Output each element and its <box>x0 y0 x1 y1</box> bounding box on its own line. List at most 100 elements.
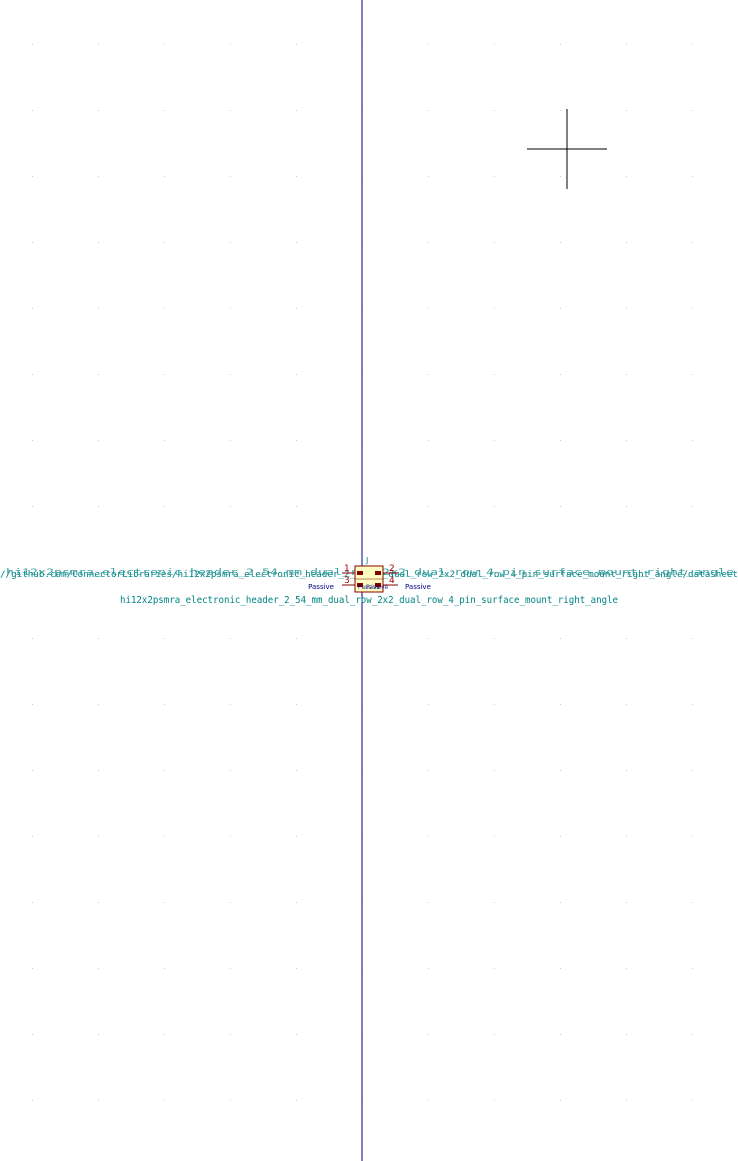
grid-dot <box>164 308 165 309</box>
grid-dot <box>428 1100 429 1101</box>
grid-dot <box>626 44 627 45</box>
grid-dot <box>98 110 99 111</box>
grid-dot <box>164 440 165 441</box>
grid-dot <box>428 176 429 177</box>
grid-dot <box>296 968 297 969</box>
grid-dot <box>692 44 693 45</box>
grid-dot <box>98 374 99 375</box>
grid-dot <box>692 176 693 177</box>
grid-dot <box>164 1100 165 1101</box>
grid-dot <box>494 176 495 177</box>
grid-dot <box>692 440 693 441</box>
grid-dot <box>692 638 693 639</box>
grid-dot <box>230 572 231 573</box>
grid-dot <box>296 1034 297 1035</box>
grid-dot <box>296 1100 297 1101</box>
grid-dot <box>164 902 165 903</box>
grid-dot <box>98 1100 99 1101</box>
grid-dot <box>296 770 297 771</box>
grid-dot <box>560 836 561 837</box>
grid-dot <box>164 1034 165 1035</box>
grid-dot <box>164 506 165 507</box>
grid-dot <box>98 308 99 309</box>
grid-dot <box>164 374 165 375</box>
grid-dot <box>692 308 693 309</box>
grid-dot <box>494 968 495 969</box>
grid-dot <box>428 572 429 573</box>
grid-dot <box>692 770 693 771</box>
grid-dot <box>230 638 231 639</box>
grid-dot <box>164 242 165 243</box>
grid-dot <box>230 704 231 705</box>
grid-dot <box>32 704 33 705</box>
grid-dot <box>296 242 297 243</box>
grid-dot <box>560 440 561 441</box>
grid-dot <box>32 110 33 111</box>
grid-dot <box>428 770 429 771</box>
grid-dot <box>560 638 561 639</box>
grid-dot <box>692 242 693 243</box>
grid-dot <box>32 374 33 375</box>
grid-dot <box>494 704 495 705</box>
grid-dot <box>626 440 627 441</box>
grid-dot <box>164 968 165 969</box>
grid-dot <box>230 374 231 375</box>
grid-dots <box>32 44 693 1101</box>
grid-dot <box>494 1034 495 1035</box>
grid-dot <box>626 374 627 375</box>
grid-dot <box>692 110 693 111</box>
grid-dot <box>32 1034 33 1035</box>
connector-symbol[interactable]: J 1 2 3 4 Passive Passive Passive Passiv… <box>308 556 431 593</box>
grid-dot <box>560 968 561 969</box>
grid-dot <box>560 770 561 771</box>
grid-dot <box>230 110 231 111</box>
grid-dot <box>560 374 561 375</box>
grid-dot <box>494 902 495 903</box>
grid-dot <box>560 572 561 573</box>
grid-dot <box>98 902 99 903</box>
pin-type-1: Passive <box>308 583 334 591</box>
grid-dot <box>692 506 693 507</box>
grid-dot <box>296 836 297 837</box>
grid-dot <box>560 110 561 111</box>
grid-dot <box>230 176 231 177</box>
grid-dot <box>560 1034 561 1035</box>
grid-dot <box>626 902 627 903</box>
grid-dot <box>626 1100 627 1101</box>
grid-dot <box>692 1034 693 1035</box>
grid-dot <box>626 704 627 705</box>
grid-dot <box>230 242 231 243</box>
pin-type-3: Passive <box>358 584 380 591</box>
grid-dot <box>32 1100 33 1101</box>
grid-dot <box>164 704 165 705</box>
grid-dot <box>428 902 429 903</box>
pin-number-3: 3 <box>344 576 350 586</box>
grid-dot <box>296 44 297 45</box>
grid-dot <box>428 704 429 705</box>
grid-dot <box>560 1100 561 1101</box>
grid-dot <box>32 242 33 243</box>
grid-dot <box>626 968 627 969</box>
grid-dot <box>164 110 165 111</box>
grid-dot <box>560 242 561 243</box>
grid-dot <box>494 836 495 837</box>
grid-dot <box>32 572 33 573</box>
grid-dot <box>98 968 99 969</box>
grid-dot <box>626 506 627 507</box>
grid-dot <box>230 968 231 969</box>
pin-contact-3 <box>357 583 363 587</box>
grid-dot <box>626 572 627 573</box>
grid-dot <box>494 110 495 111</box>
grid-dot <box>626 1034 627 1035</box>
grid-dot <box>428 1034 429 1035</box>
grid-dot <box>428 44 429 45</box>
grid-dot <box>428 638 429 639</box>
grid-dot <box>230 1100 231 1101</box>
grid-dot <box>164 770 165 771</box>
grid-dot <box>494 308 495 309</box>
grid-dot <box>98 1034 99 1035</box>
pin-contact-4 <box>375 583 381 587</box>
grid-dot <box>98 506 99 507</box>
grid-dot <box>428 308 429 309</box>
